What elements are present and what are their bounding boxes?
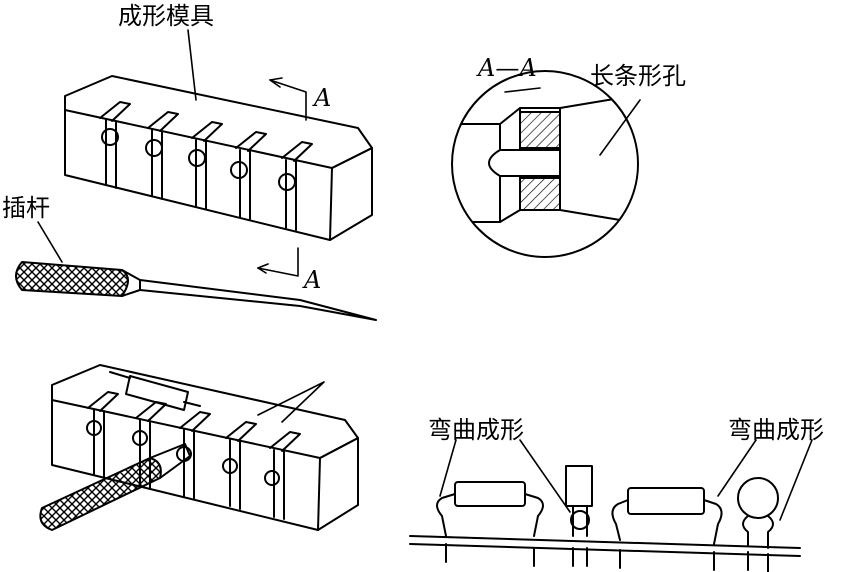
forming-die-label: 成形模具: [118, 2, 214, 30]
section-mark-top: A: [314, 84, 332, 112]
die-in-use-leader: [257, 381, 325, 423]
bend-right-label: 弯曲成形: [728, 416, 824, 444]
section-arrows: [257, 77, 307, 277]
section-detail: [451, 70, 639, 258]
bend-left-label: 弯曲成形: [428, 416, 524, 444]
formed-components: [409, 465, 801, 572]
die-leader: [187, 29, 197, 101]
section-mark-bottom: A: [304, 266, 322, 294]
insert-rod: [15, 261, 377, 321]
insert-rod-label: 插杆: [2, 194, 50, 222]
bend-right-leader: [717, 439, 813, 521]
bend-left-leader: [439, 439, 571, 513]
section-label: A—A: [478, 54, 537, 82]
die-in-use: [39, 364, 359, 531]
forming-die-block: [64, 75, 373, 241]
slot-hole-label: 长条形孔: [590, 62, 686, 90]
rod-leader: [37, 221, 63, 263]
slot-hole-leader: [599, 99, 641, 156]
